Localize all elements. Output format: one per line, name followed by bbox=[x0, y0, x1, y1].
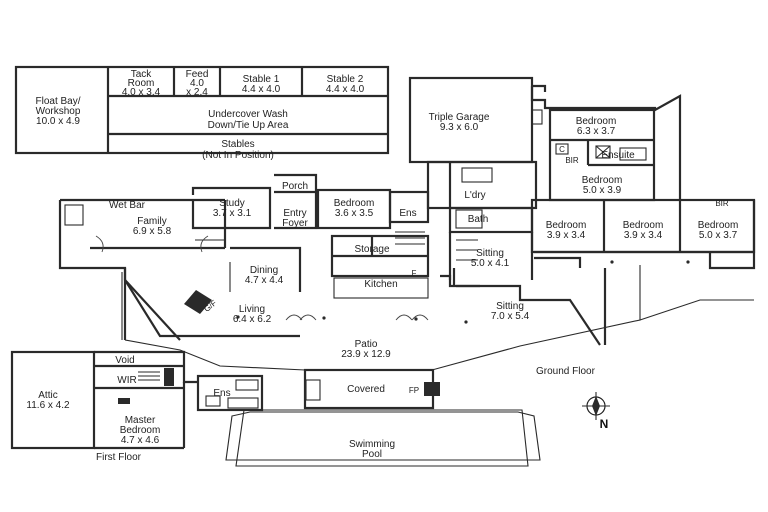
feed-dims1: 4.0 bbox=[190, 78, 204, 89]
undercover-name: Undercover Wash bbox=[208, 109, 288, 120]
covered-name: Covered bbox=[347, 384, 385, 395]
posts bbox=[236, 260, 690, 324]
living-dims: 6.4 x 6.2 bbox=[233, 314, 272, 325]
bedroom-r1-name: Bedroom bbox=[546, 220, 587, 231]
wir-name: WIR bbox=[117, 375, 136, 386]
float-bay-name2: Workshop bbox=[36, 106, 81, 117]
attic-dims: 11.6 x 4.2 bbox=[26, 400, 70, 411]
undercover-name2: Down/Tie Up Area bbox=[208, 120, 289, 131]
bir-marker-2: BIR bbox=[715, 199, 729, 208]
ldry-name: L'dry bbox=[464, 190, 485, 201]
stable1-dims: 4.4 x 4.0 bbox=[242, 84, 281, 95]
first-floor bbox=[10, 350, 264, 450]
bedroom-front-name: Bedroom bbox=[334, 198, 375, 209]
stables-note-line2: (Not In Position) bbox=[202, 150, 274, 161]
sitting-upper-name: Sitting bbox=[476, 248, 504, 259]
void-name: Void bbox=[115, 355, 134, 366]
feed-name: Feed bbox=[186, 69, 209, 80]
bedroom-mid-dims: 5.0 x 3.9 bbox=[583, 185, 622, 196]
tack-room-dims: 4.0 x 3.4 bbox=[122, 87, 161, 98]
stable1-name: Stable 1 bbox=[243, 74, 280, 85]
float-bay-name: Float Bay/ bbox=[35, 96, 80, 107]
main-house bbox=[58, 160, 756, 346]
f-marker: F bbox=[412, 269, 417, 278]
ground-floor-label: Ground Floor bbox=[536, 366, 596, 377]
bedroom-top-name: Bedroom bbox=[576, 116, 617, 127]
entry-name2: Foyer bbox=[282, 218, 308, 229]
bedroom-r1-dims: 3.9 x 3.4 bbox=[547, 230, 586, 241]
living-name: Living bbox=[239, 304, 265, 315]
compass-north-label: N bbox=[600, 417, 609, 431]
pool-name: Swimming bbox=[349, 439, 395, 450]
float-bay-dims: 10.0 x 4.9 bbox=[36, 116, 80, 127]
patio-area bbox=[121, 265, 754, 467]
bedroom-top-dims: 6.3 x 3.7 bbox=[577, 126, 616, 137]
stable2-dims: 4.4 x 4.0 bbox=[326, 84, 365, 95]
bir-marker-1: BIR bbox=[565, 156, 579, 165]
stables-note-line1: Stables bbox=[221, 139, 254, 150]
ens-name: Ens bbox=[399, 208, 416, 219]
bedroom-r3-dims: 5.0 x 3.7 bbox=[699, 230, 738, 241]
sitting-lower-name: Sitting bbox=[496, 301, 524, 312]
porch-name: Porch bbox=[282, 181, 308, 192]
family-name: Family bbox=[137, 216, 166, 227]
bedroom-r2-name: Bedroom bbox=[623, 220, 664, 231]
bedroom-front-dims: 3.6 x 3.5 bbox=[335, 208, 374, 219]
bath-name: Bath bbox=[468, 214, 489, 225]
patio-name: Patio bbox=[355, 339, 378, 350]
feed-dims2: x 2.4 bbox=[186, 87, 208, 98]
fp-marker-1: FP bbox=[409, 386, 419, 395]
sitting-upper-dims: 5.0 x 4.1 bbox=[471, 258, 510, 269]
pool-name2: Pool bbox=[362, 449, 382, 460]
triple-garage-dims: 9.3 x 6.0 bbox=[440, 122, 479, 133]
master-dims: 4.7 x 4.6 bbox=[121, 435, 160, 446]
bedroom-r3-name: Bedroom bbox=[698, 220, 739, 231]
tack-room-name: Tack bbox=[131, 69, 153, 80]
master-name2: Bedroom bbox=[120, 425, 161, 436]
attic-name: Attic bbox=[38, 390, 57, 401]
compass-rose-icon bbox=[582, 392, 610, 420]
dining-dims: 4.7 x 4.4 bbox=[245, 275, 284, 286]
stable2-name: Stable 2 bbox=[327, 74, 364, 85]
entry-name: Entry bbox=[283, 208, 306, 219]
patio-dims: 23.9 x 12.9 bbox=[341, 349, 391, 360]
ens-first-name: Ens bbox=[213, 388, 230, 399]
study-dims: 3.7 x 3.1 bbox=[213, 208, 252, 219]
stables-block bbox=[14, 65, 390, 155]
master-name: Master bbox=[125, 415, 156, 426]
storage-name: Storage bbox=[354, 244, 389, 255]
bedroom-mid-name: Bedroom bbox=[582, 175, 623, 186]
c-marker: C bbox=[559, 145, 565, 154]
ensuite-name: Ensuite bbox=[601, 150, 635, 161]
door-swings bbox=[95, 235, 429, 321]
sitting-lower-dims: 7.0 x 5.4 bbox=[491, 311, 530, 322]
wet-bar-name: Wet Bar bbox=[109, 200, 146, 211]
triple-garage-name: Triple Garage bbox=[429, 112, 490, 123]
first-floor-label: First Floor bbox=[96, 452, 142, 463]
tack-room-name2: Room bbox=[128, 78, 155, 89]
family-dims: 6.9 x 5.8 bbox=[133, 226, 172, 237]
fireplace-ground bbox=[184, 290, 212, 314]
study-name: Study bbox=[219, 198, 245, 209]
dining-name: Dining bbox=[250, 265, 278, 276]
bedroom-r2-dims: 3.9 x 3.4 bbox=[624, 230, 663, 241]
kitchen-name: Kitchen bbox=[364, 279, 397, 290]
